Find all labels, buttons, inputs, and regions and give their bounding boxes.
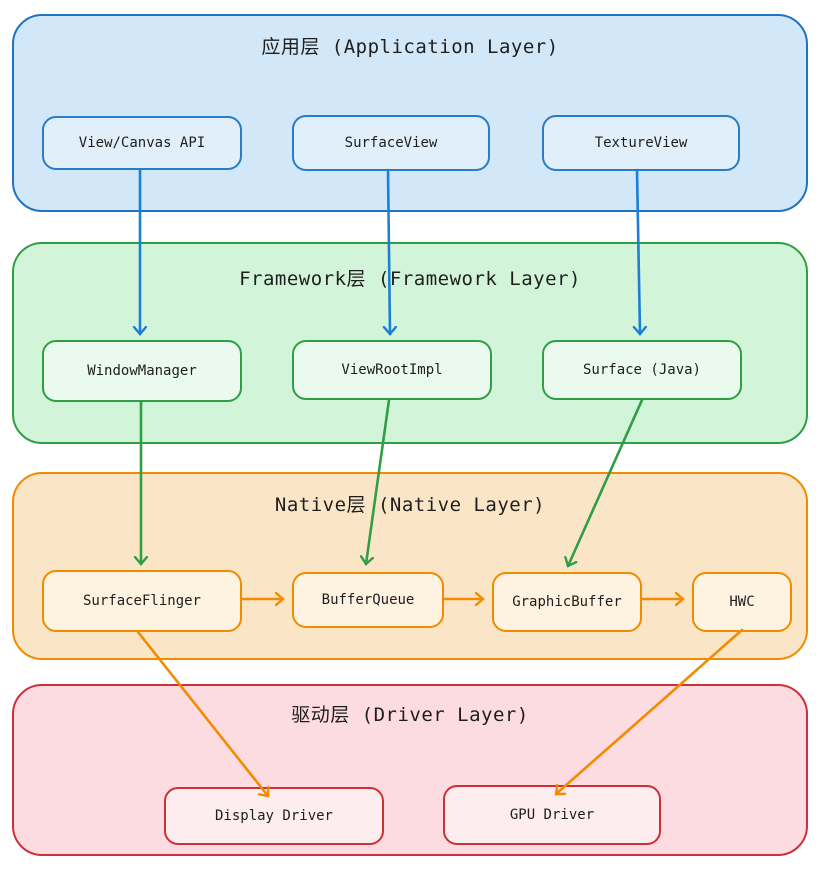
node-label: SurfaceFlinger bbox=[82, 593, 201, 609]
node-surfaceflinger: SurfaceFlinger bbox=[42, 570, 242, 632]
node-surface-java: Surface (Java) bbox=[542, 340, 742, 400]
layer-title-native: Native层 (Native Layer) bbox=[274, 494, 546, 516]
node-surfaceview: SurfaceView bbox=[292, 115, 490, 171]
node-label: GPU Driver bbox=[509, 807, 595, 823]
layer-application: 应用层 (Application Layer) View/Canvas API … bbox=[12, 14, 808, 212]
node-hwc: HWC bbox=[692, 572, 792, 632]
node-label: ViewRootImpl bbox=[341, 362, 443, 378]
layer-title-framework: Framework层 (Framework Layer) bbox=[239, 268, 581, 290]
node-label: Surface (Java) bbox=[582, 362, 701, 378]
node-display-driver: Display Driver bbox=[164, 787, 384, 845]
node-viewrootimpl: ViewRootImpl bbox=[292, 340, 492, 400]
node-label: WindowManager bbox=[87, 363, 197, 379]
node-label: GraphicBuffer bbox=[512, 594, 622, 610]
node-label: BufferQueue bbox=[321, 592, 415, 608]
node-bufferqueue: BufferQueue bbox=[292, 572, 444, 628]
node-label: SurfaceView bbox=[344, 135, 438, 151]
node-label: Display Driver bbox=[214, 808, 333, 824]
layer-title-application: 应用层 (Application Layer) bbox=[261, 36, 559, 58]
layer-native: Native层 (Native Layer) SurfaceFlinger Bu… bbox=[12, 472, 808, 660]
node-label: HWC bbox=[729, 594, 755, 610]
node-windowmanager: WindowManager bbox=[42, 340, 242, 402]
node-gpu-driver: GPU Driver bbox=[443, 785, 661, 845]
layer-framework: Framework层 (Framework Layer) WindowManag… bbox=[12, 242, 808, 444]
layer-title-driver: 驱动层 (Driver Layer) bbox=[291, 704, 529, 726]
node-textureview: TextureView bbox=[542, 115, 740, 171]
layer-driver: 驱动层 (Driver Layer) Display Driver GPU Dr… bbox=[12, 684, 808, 856]
node-graphicbuffer: GraphicBuffer bbox=[492, 572, 642, 632]
node-view-canvas-api: View/Canvas API bbox=[42, 116, 242, 170]
node-label: View/Canvas API bbox=[78, 135, 206, 151]
node-label: TextureView bbox=[594, 135, 688, 151]
